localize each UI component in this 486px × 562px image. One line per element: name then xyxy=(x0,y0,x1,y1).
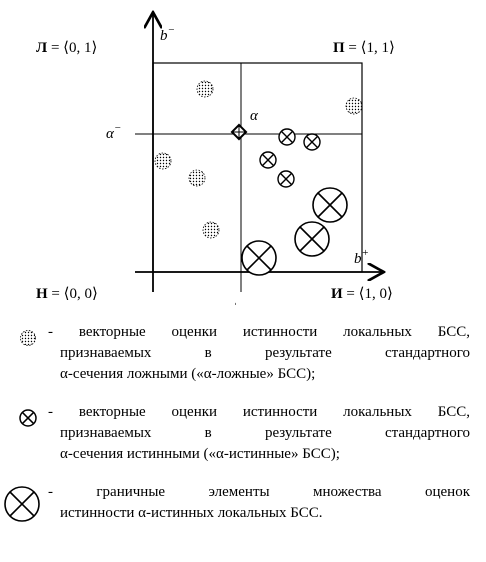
corner-label-H: Н = ⟨0, 0⟩ xyxy=(36,286,98,302)
legend-item-alpha-false: - векторные оценки истинности локальных … xyxy=(0,322,486,402)
legend-item-boundary: - граничные элементы множества оценок ис… xyxy=(0,482,486,562)
legend-text: - векторные оценки истинности локальных … xyxy=(48,402,470,465)
corner-label-I: И = ⟨1, 0⟩ xyxy=(331,286,393,302)
legend-line: признаваемых в результате стандартного xyxy=(60,345,470,361)
legend-line: признаваемых в результате стандартного xyxy=(60,425,470,441)
boundary-point xyxy=(312,187,348,223)
corner-label-L: Л = ⟨0, 1⟩ xyxy=(36,40,97,56)
alpha-false-point xyxy=(196,80,214,98)
alpha-true-point xyxy=(303,133,321,151)
axis-label-alpha-plus: α+ xyxy=(224,300,239,305)
legend-line: - векторные оценки истинности локальных … xyxy=(48,324,470,340)
legend-text: - граничные элементы множества оценок ис… xyxy=(48,482,470,524)
axis-label-b-plus: b+ xyxy=(354,247,369,267)
corner-label-P: П = ⟨1, 1⟩ xyxy=(333,40,395,56)
legend-line: α-сечения истинными («α-истинные» БСС); xyxy=(60,446,340,462)
alpha-true-points xyxy=(259,128,321,188)
boundary-point xyxy=(241,240,277,276)
crossed-circle-icon xyxy=(19,409,37,427)
alpha-true-point xyxy=(277,170,295,188)
alpha-point xyxy=(230,123,248,141)
legend-line: - векторные оценки истинности локальных … xyxy=(48,404,470,420)
alpha-false-point xyxy=(154,152,172,170)
alpha-false-point xyxy=(345,97,363,115)
axis-label-b-minus: b− xyxy=(160,24,175,44)
axis-label-alpha-minus: α− xyxy=(106,122,121,142)
alpha-point-label: α xyxy=(250,108,259,124)
legend-line: α-сечения ложными («α-ложные» БСС); xyxy=(60,366,316,382)
legend-text: - векторные оценки истинности локальных … xyxy=(48,322,470,385)
alpha-true-point xyxy=(259,151,277,169)
legend-line: - граничные элементы множества оценок xyxy=(48,484,470,500)
boundary-points xyxy=(241,187,348,276)
large-crossed-circle-icon xyxy=(4,486,40,522)
legend-line: истинности α-истинных локальных БСС. xyxy=(60,505,323,521)
alpha-false-point xyxy=(188,169,206,187)
boundary-point xyxy=(294,221,330,257)
legend-item-alpha-true: - векторные оценки истинности локальных … xyxy=(0,402,486,482)
truth-diagram: Л = ⟨0, 1⟩ П = ⟨1, 1⟩ Н = ⟨0, 0⟩ И = ⟨1,… xyxy=(36,0,395,305)
alpha-true-point xyxy=(278,128,296,146)
alpha-false-points xyxy=(154,80,363,239)
dotted-circle-icon xyxy=(20,330,36,346)
alpha-false-point xyxy=(202,221,220,239)
